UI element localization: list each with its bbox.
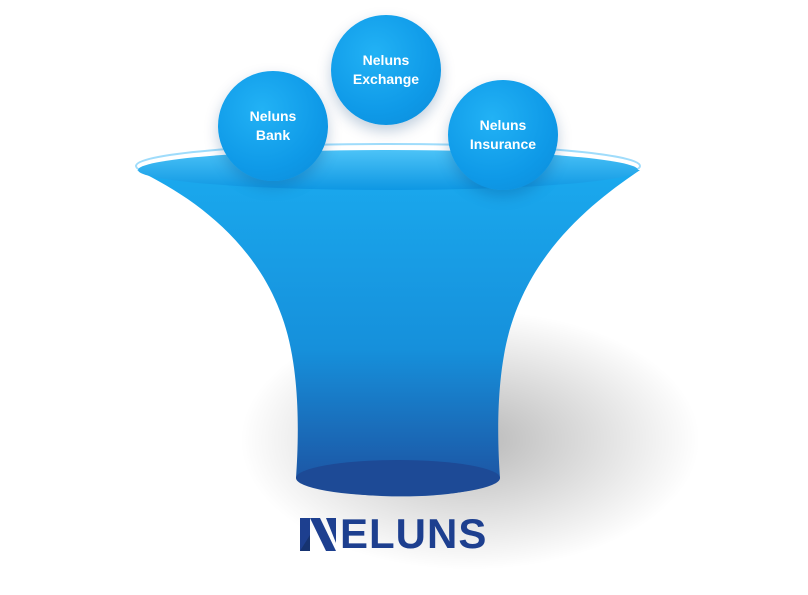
logo-text: ELUNS	[340, 510, 488, 557]
bubble-exchange-line2: Exchange	[352, 71, 420, 87]
funnel-base	[296, 460, 500, 496]
funnel-rim	[138, 150, 638, 190]
bubble-neluns-bank: Neluns Bank	[218, 71, 328, 181]
bubble-insurance-line1: Neluns	[479, 117, 527, 133]
bubble-neluns-insurance: Neluns Insurance	[448, 80, 558, 190]
logo-n-mark-icon	[300, 518, 336, 551]
bubble-bank-line2: Bank	[255, 127, 291, 143]
bubble-exchange-line1: Neluns	[362, 52, 410, 68]
bubble-insurance-line2: Insurance	[469, 136, 537, 152]
bubble-neluns-exchange: Neluns Exchange	[331, 15, 441, 125]
neluns-logo: ELUNS	[298, 512, 510, 556]
bubble-bank-line1: Neluns	[249, 108, 297, 124]
funnel-body	[137, 170, 640, 497]
